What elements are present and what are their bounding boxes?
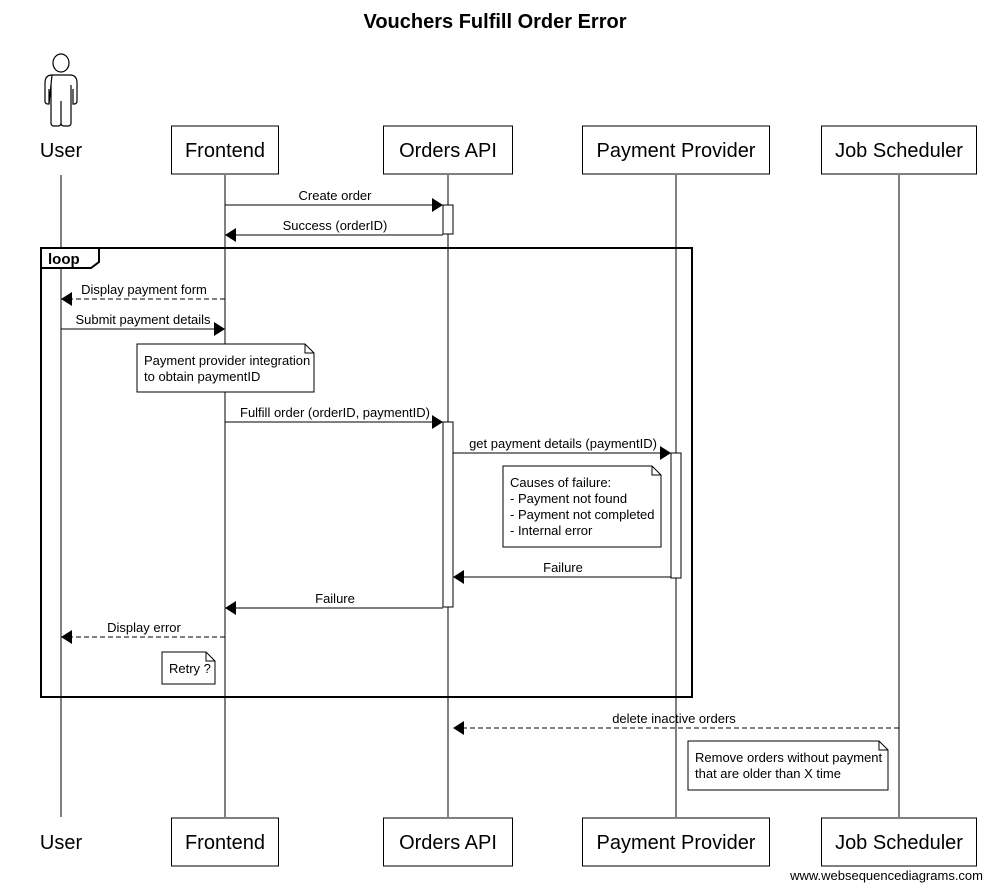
participant-box-orders-top: Orders API [383,125,513,175]
note-line: Causes of failure: [510,475,611,490]
participant-label-payment-bottom: Payment Provider [597,832,756,854]
loop-tab [40,247,100,269]
arrowhead [225,228,236,242]
participant-box-frontend-top: Frontend [171,125,279,175]
participant-label-user-bottom: User [40,832,83,854]
message-label: Fulfill order (orderID, paymentID) [240,405,430,420]
participant-label-frontend-top: Frontend [185,140,265,162]
participant-label-user-top: User [40,140,83,162]
message-arrow: Display payment form [61,282,225,306]
participant-box-frontend-bottom: Frontend [171,817,279,867]
arrowhead [61,630,72,644]
message-label: Create order [299,188,373,203]
note-line: - Internal error [510,523,593,538]
participant-label-scheduler-top: Job Scheduler [835,140,963,162]
arrowhead [453,570,464,584]
message-arrow: delete inactive orders [453,711,899,735]
arrowhead [453,721,464,735]
note-line: to obtain paymentID [144,369,260,384]
message-label: Display error [107,620,181,635]
participant-box-scheduler-top: Job Scheduler [821,125,977,175]
activation-bar-payment-provider [670,452,682,579]
message-arrow: Fulfill order (orderID, paymentID) [225,405,443,429]
message-arrow: Failure [453,560,671,584]
participant-label-orders-top: Orders API [399,140,497,162]
arrowhead [214,322,225,336]
participant-label-frontend-bottom: Frontend [185,832,265,854]
user-actor-icon [44,53,78,127]
arrowhead [225,601,236,615]
message-arrow: Failure [225,591,443,615]
message-label: delete inactive orders [612,711,736,726]
arrowhead [61,292,72,306]
diagram-title: Vouchers Fulfill Order Error [363,11,626,33]
message-label: Failure [315,591,355,606]
participant-box-payment-top: Payment Provider [582,125,770,175]
participant-label-scheduler-bottom: Job Scheduler [835,832,963,854]
message-arrow: Success (orderID) [225,218,443,242]
message-arrow: get payment details (paymentID) [453,436,671,460]
note-line: Remove orders without payment [695,750,883,765]
message-label: get payment details (paymentID) [469,436,657,451]
message-arrow: Display error [61,620,225,644]
participant-box-orders-bottom: Orders API [383,817,513,867]
message-arrow: Create order [225,188,443,212]
participant-box-payment-bottom: Payment Provider [582,817,770,867]
note: Retry ? [161,651,216,685]
participant-label-orders-bottom: Orders API [399,832,497,854]
note: Causes of failure:- Payment not found- P… [502,465,662,548]
arrowhead [660,446,671,460]
message-arrow: Submit payment details [61,312,225,336]
note-line: - Payment not completed [510,507,655,522]
note-line: Retry ? [169,661,211,676]
message-label: Failure [543,560,583,575]
activation-bar-orders-api [442,421,454,608]
message-label: Submit payment details [75,312,211,327]
note-line: Payment provider integration [144,353,310,368]
message-label: Success (orderID) [283,218,388,233]
participant-label-payment-top: Payment Provider [597,140,756,162]
note-line: that are older than X time [695,766,841,781]
loop-frame [40,247,693,698]
arrowhead [432,198,443,212]
arrowhead [432,415,443,429]
participant-box-scheduler-bottom: Job Scheduler [821,817,977,867]
note-line: - Payment not found [510,491,627,506]
watermark: www.websequencediagrams.com [789,868,983,883]
loop-label: loop [48,251,80,268]
message-label: Display payment form [81,282,207,297]
activation-bar-orders-api [442,204,454,235]
